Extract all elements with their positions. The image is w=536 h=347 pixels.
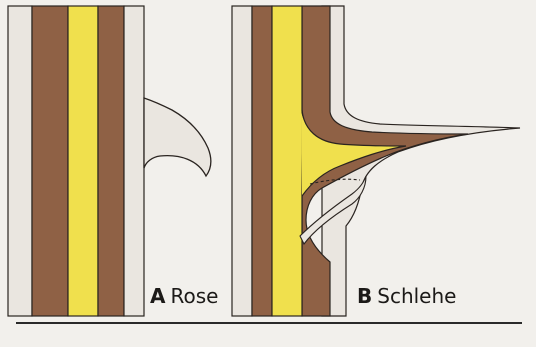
panel-a-rose-stem bbox=[6, 6, 211, 316]
rose-pith bbox=[68, 6, 98, 316]
panel-b-schlehe-stem bbox=[232, 6, 520, 316]
caption-letter-b: B bbox=[357, 284, 372, 308]
caption-label-schlehe: Schlehe bbox=[377, 284, 456, 308]
rose-wood-right bbox=[98, 6, 124, 316]
caption-label-rose: Rose bbox=[170, 284, 218, 308]
schlehe-outer-bark-left bbox=[232, 6, 252, 316]
bottom-rule bbox=[16, 322, 522, 324]
schlehe-pith bbox=[272, 6, 302, 316]
rose-outer-bark-left bbox=[8, 6, 32, 316]
caption-letter-a: A bbox=[150, 284, 165, 308]
schlehe-wood-left bbox=[252, 6, 272, 316]
rose-wood-left bbox=[32, 6, 68, 316]
rose-outer-bark-right bbox=[124, 6, 144, 316]
